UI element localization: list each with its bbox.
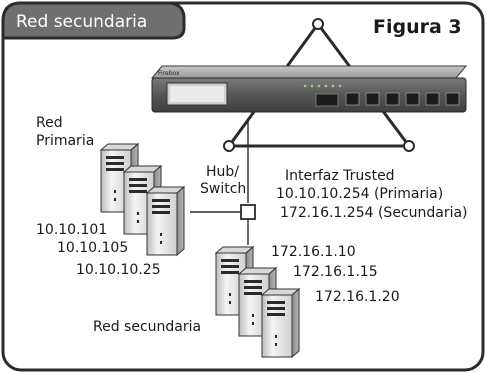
appliance-ports [345,92,460,106]
primary-servers [99,142,186,257]
secondary-address: 172.16.1.15 [293,264,378,280]
secondary-address: 172.16.1.10 [271,244,356,260]
primary-network-label-line1: Red [36,115,63,131]
secondary-network-label: Red secundaria [93,319,201,335]
triangle-node-right [403,140,415,152]
primary-address: 10.10.105 [57,240,128,256]
hub-label-line1: Hub/ [206,164,239,180]
primary-address: 10.10.101 [36,222,107,238]
interface-address-primary: 10.10.10.254 (Primaria) [276,186,443,202]
primary-network-label-line2: Primaria [36,133,94,149]
appliance-brand: Firebox [158,70,180,77]
interface-title: Interfaz Trusted [285,168,395,184]
section-tab-label: Red secundaria [16,12,147,32]
triangle-node-top [312,18,324,30]
figure-title: Figura 3 [373,16,462,38]
primary-address: 10.10.10.25 [76,262,161,278]
section-tab [1,1,186,40]
server-tower [145,185,186,257]
triangle-node-left [223,140,235,152]
secondary-address: 172.16.1.20 [315,289,400,305]
server-tower [260,287,301,359]
interface-address-secondary: 172.16.1.254 (Secundaria) [280,205,468,221]
secondary-servers [214,245,301,359]
hub-switch-icon [240,204,256,220]
firewall-appliance: Firebox [150,65,468,113]
network-links [190,120,249,245]
hub-label-line2: Switch [200,181,246,197]
